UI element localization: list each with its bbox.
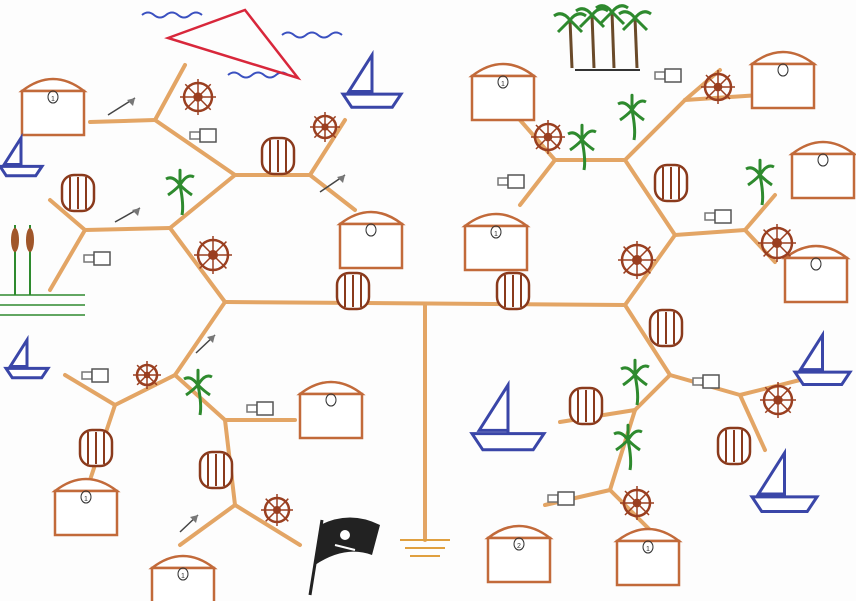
palm-tree-icon	[617, 93, 647, 141]
pirate-flag-icon	[308, 517, 380, 596]
map-triangle-icon	[164, 8, 302, 81]
palm-tree-icon	[620, 358, 650, 406]
treasure-chest[interactable]: 1	[613, 527, 683, 587]
sailboat-icon[interactable]	[0, 132, 45, 178]
ship-wheel-icon[interactable]	[618, 241, 656, 279]
treasure-chest[interactable]	[296, 380, 366, 440]
dagger-icon	[179, 514, 199, 533]
dagger-icon	[114, 207, 141, 223]
ship-wheel-icon[interactable]	[194, 236, 232, 274]
barrel-icon[interactable]	[716, 426, 752, 466]
ship-wheel-icon[interactable]	[261, 494, 293, 526]
treasure-chest[interactable]: 1	[461, 212, 531, 272]
barrel-icon[interactable]	[653, 163, 689, 203]
palm-tree-icon	[183, 368, 213, 416]
ship-wheel-icon[interactable]	[620, 486, 654, 520]
sailboat-icon[interactable]	[340, 49, 404, 109]
chest-label: 1	[494, 231, 498, 238]
spyglass-icon[interactable]	[83, 251, 111, 266]
ground-marker	[400, 539, 450, 557]
barrel-icon[interactable]	[260, 136, 296, 176]
ship-wheel-icon[interactable]	[310, 112, 340, 142]
spyglass-icon[interactable]	[692, 374, 720, 389]
ship-wheel-icon[interactable]	[531, 120, 565, 154]
treasure-chest[interactable]	[781, 244, 851, 304]
dagger-icon	[319, 174, 346, 193]
barrel-icon[interactable]	[60, 173, 96, 213]
chest-label: 1	[181, 573, 185, 580]
sailboat-icon[interactable]	[749, 447, 820, 513]
sailboat-icon[interactable]	[792, 329, 853, 386]
palm-grove-icon	[553, 4, 652, 71]
barrel-icon[interactable]	[78, 428, 114, 468]
chest-label: 1	[51, 96, 55, 103]
spyglass-icon[interactable]	[497, 174, 525, 189]
chest-label: 1	[84, 496, 88, 503]
barrel-icon[interactable]	[568, 386, 604, 426]
barrel-icon[interactable]	[335, 271, 371, 311]
treasure-chest[interactable]	[788, 140, 856, 200]
barrel-icon[interactable]	[495, 271, 531, 311]
chest-label: 2	[517, 543, 521, 550]
treasure-chest[interactable]	[336, 210, 406, 270]
barrel-icon[interactable]	[648, 308, 684, 348]
treasure-chest[interactable]	[748, 50, 818, 110]
palm-tree-icon	[567, 123, 597, 171]
palm-tree-icon	[613, 423, 643, 471]
treasure-chest[interactable]: 1	[51, 477, 121, 537]
sailboat-icon[interactable]	[3, 334, 51, 380]
treasure-chest[interactable]: 2	[484, 524, 554, 584]
spyglass-icon[interactable]	[81, 368, 109, 383]
treasure-chest[interactable]: 1	[148, 554, 218, 601]
ship-wheel-icon[interactable]	[133, 361, 161, 389]
palm-tree-icon	[165, 168, 195, 216]
spyglass-icon[interactable]	[547, 491, 575, 506]
ship-wheel-icon[interactable]	[760, 382, 796, 418]
ship-wheel-icon[interactable]	[180, 79, 216, 115]
spyglass-icon[interactable]	[654, 68, 682, 83]
sailboat-icon[interactable]	[469, 379, 547, 452]
dagger-icon	[195, 334, 216, 354]
chest-label: 1	[501, 81, 505, 88]
spyglass-icon[interactable]	[189, 128, 217, 143]
treasure-chest[interactable]: 1	[468, 62, 538, 122]
ship-wheel-icon[interactable]	[701, 70, 735, 104]
spyglass-icon[interactable]	[246, 401, 274, 416]
reeds-icon	[0, 225, 85, 316]
dagger-icon	[107, 97, 136, 116]
ship-wheel-icon[interactable]	[758, 224, 796, 262]
waves-icon	[141, 11, 343, 79]
chest-label: 1	[646, 546, 650, 553]
barrel-icon[interactable]	[198, 450, 234, 490]
treasure-chest[interactable]: 1	[18, 77, 88, 137]
palm-tree-icon	[745, 158, 775, 206]
path-branches	[48, 63, 802, 547]
spyglass-icon[interactable]	[704, 209, 732, 224]
